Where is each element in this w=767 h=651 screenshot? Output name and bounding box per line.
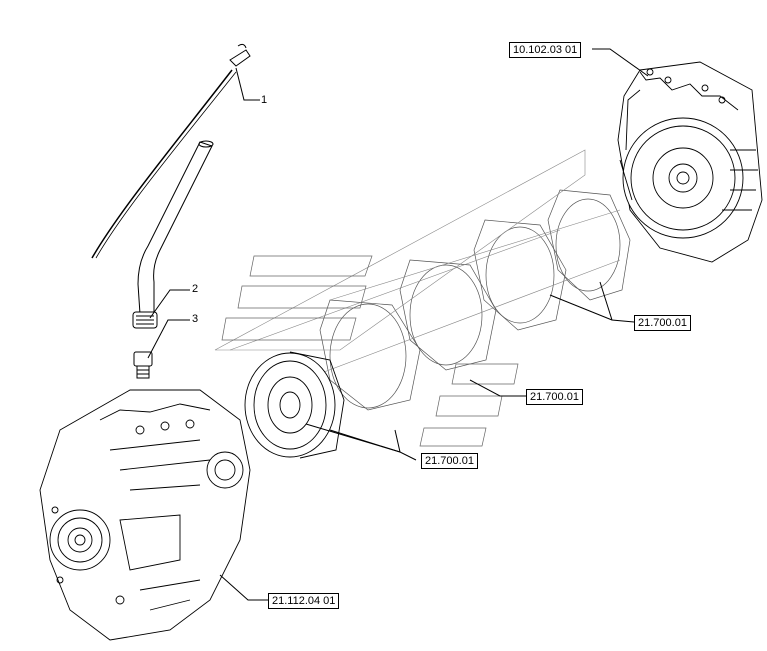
plate-stack-right <box>419 363 519 447</box>
engine-assembly <box>617 61 763 263</box>
flywheel-housing <box>244 351 345 459</box>
plate-stack-left <box>221 255 373 341</box>
ref-transmission[interactable]: 21.112.04 01 <box>268 593 340 609</box>
dipstick <box>91 43 251 259</box>
callout-2: 2 <box>192 283 199 295</box>
ref-plates-upper[interactable]: 21.700.01 <box>634 315 691 331</box>
ref-engine[interactable]: 10.102.03 01 <box>509 42 582 58</box>
dipstick-tube <box>132 140 214 329</box>
callout-1: 1 <box>261 94 268 106</box>
adapter-plates <box>319 189 631 411</box>
ref-flywheel[interactable]: 21.700.01 <box>421 453 478 469</box>
callout-3: 3 <box>192 313 199 325</box>
transmission-assembly <box>39 389 251 641</box>
tube-fitting <box>133 351 153 379</box>
ref-plates-middle[interactable]: 21.700.01 <box>526 389 583 405</box>
